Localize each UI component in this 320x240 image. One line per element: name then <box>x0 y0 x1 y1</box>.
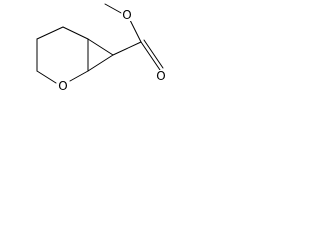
carbonyl-oxygen-label: O <box>155 69 167 83</box>
ester-oxygen-label: O <box>121 8 133 22</box>
bond-ring-top-right <box>62 26 89 40</box>
bond-carbon-to-ester-oxygen <box>129 19 142 43</box>
bond-cyclopropane-upper <box>87 38 114 56</box>
ring-oxygen-label: O <box>57 79 69 93</box>
bond-ring-top-left <box>36 26 64 40</box>
bond-oxygen-to-ring <box>36 70 57 84</box>
bond-carbonyl-double-b <box>143 39 164 69</box>
bond-drawing <box>36 3 164 84</box>
structure-diagram: O O O <box>0 0 175 121</box>
bond-carbonyl-double-a <box>140 41 161 71</box>
bond-to-carbonyl-carbon <box>112 41 142 56</box>
bond-ester-oxygen-to-methyl <box>104 3 124 15</box>
bond-cyclopropane-lower <box>87 54 114 72</box>
bond-ring-to-oxygen <box>69 70 89 82</box>
